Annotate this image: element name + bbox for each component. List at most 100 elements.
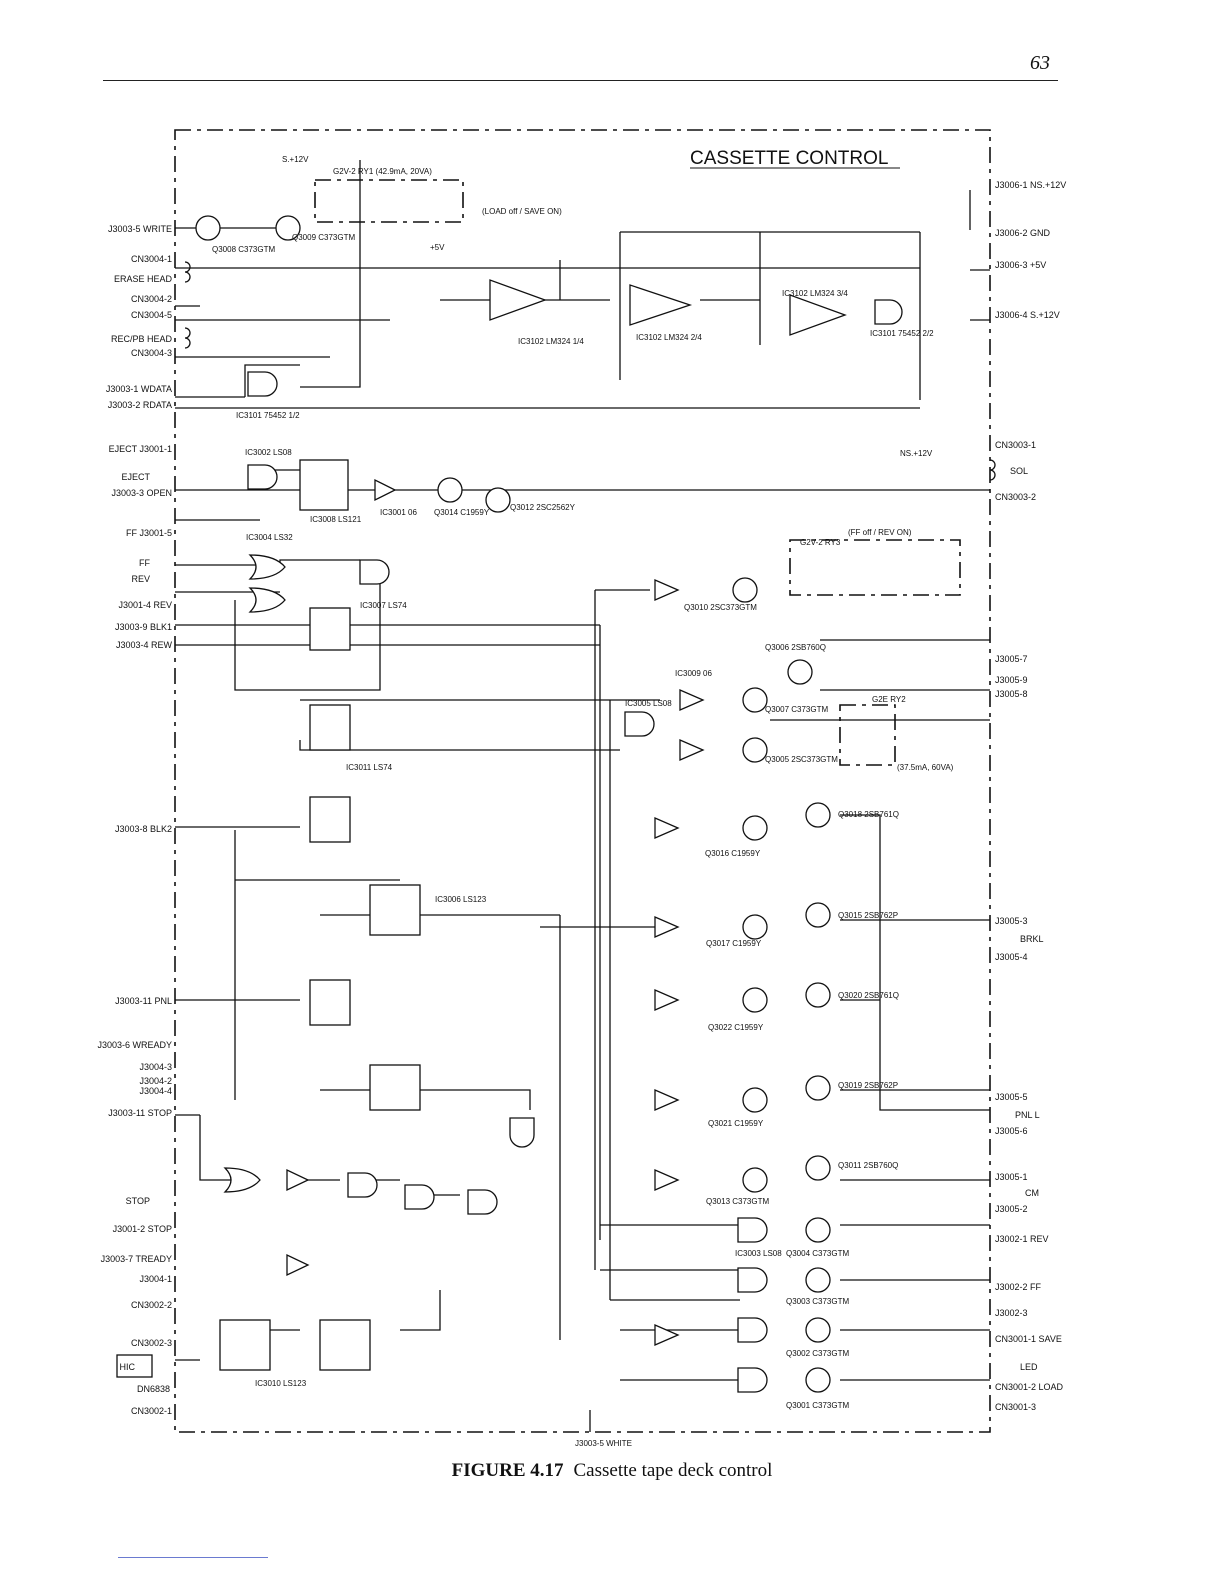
ic-label-15: IC3010 LS123: [255, 1379, 307, 1388]
left-connector-27: J3003-7 TREADY: [101, 1254, 172, 1264]
ic-label-1: IC3102 LM324 1/4: [518, 337, 584, 346]
right-connector-10: J3005-3: [995, 916, 1028, 926]
ic-label-3: IC3102 LM324 3/4: [782, 289, 848, 298]
ic-label-8: IC3004 LS32: [246, 533, 293, 542]
relay-label-5: (37.5mA, 60VA): [897, 763, 954, 772]
ic-label-5: IC3002 LS08: [245, 448, 292, 457]
left-connector-11: J3003-3 OPEN: [111, 488, 172, 498]
transistor-label-6: Q3007 C373GTM: [765, 705, 828, 714]
transistor-label-3: Q3012 2SC2562Y: [510, 503, 576, 512]
right-connector-21: J3002-3: [995, 1308, 1028, 1318]
ic-label-14: IC3003 LS08: [735, 1249, 782, 1258]
left-connector-17: J3003-4 REW: [116, 640, 173, 650]
left-connector-19: J3003-11 PNL: [115, 996, 172, 1006]
right-connector-9: J3005-8: [995, 689, 1028, 699]
left-connector-3: CN3004-2: [131, 294, 172, 304]
right-connector-19: J3002-1 REV: [995, 1234, 1049, 1244]
right-connector-17: CM: [1025, 1188, 1039, 1198]
transistor-label-7: Q3005 2SC373GTM: [765, 755, 838, 764]
left-connector-2: ERASE HEAD: [114, 274, 173, 284]
ic-label-9: IC3007 LS74: [360, 601, 407, 610]
right-connector-24: CN3001-2 LOAD: [995, 1382, 1064, 1392]
transistor-label-11: Q3017 C1959Y: [706, 939, 762, 948]
left-connector-1: CN3004-1: [131, 254, 172, 264]
left-connector-18: J3003-8 BLK2: [115, 824, 172, 834]
op-amps: [489, 279, 847, 336]
right-connector-5: SOL: [1010, 466, 1028, 476]
inverters: [286, 478, 705, 1346]
left-connector-21: J3004-3: [139, 1062, 172, 1072]
left-connector-14: REV: [131, 574, 150, 584]
transistor-label-9: Q3016 C1959Y: [705, 849, 761, 858]
left-connector-29: CN3002-2: [131, 1300, 172, 1310]
transistor-label-13: Q3022 C1959Y: [708, 1023, 764, 1032]
ic-blocks: [116, 179, 961, 1378]
coils: [184, 261, 996, 481]
relay-label-2: G2V-2 RY3: [800, 538, 841, 547]
right-connector-16: J3005-1: [995, 1172, 1028, 1182]
ic-label-11: IC3006 LS123: [435, 895, 487, 904]
transistor-label-15: Q3021 C1959Y: [708, 1119, 764, 1128]
left-connector-8: J3003-2 RDATA: [108, 400, 172, 410]
right-connector-25: CN3001-3: [995, 1402, 1036, 1412]
right-connector-3: J3006-4 S.+12V: [995, 310, 1060, 320]
right-connector-23: LED: [1020, 1362, 1038, 1372]
supply-label-2: NS.+12V: [900, 449, 933, 458]
left-connector-31: HIC: [120, 1362, 136, 1372]
logic-gates: [223, 299, 903, 1393]
ic-label-4: IC3101 75452 2/2: [870, 329, 934, 338]
transistor-label-19: Q3003 C373GTM: [786, 1297, 849, 1306]
left-connector-24: J3003-11 STOP: [108, 1108, 172, 1118]
bottom-connector-label: J3003-5 WHITE: [575, 1439, 632, 1448]
transistor-label-12: Q3020 2SB761Q: [838, 991, 899, 1000]
right-connector-7: J3005-7: [995, 654, 1028, 664]
right-connector-0: J3006-1 NS.+12V: [995, 180, 1066, 190]
right-connector-20: J3002-2 FF: [995, 1282, 1042, 1292]
transistor-label-8: Q3018 2SB761Q: [838, 810, 899, 819]
left-connector-28: J3004-1: [139, 1274, 172, 1284]
left-connector-0: J3003-5 WRITE: [108, 224, 172, 234]
relay-label-4: G2E RY2: [872, 695, 906, 704]
right-connector-12: J3005-4: [995, 952, 1028, 962]
transistor-label-4: Q3010 2SC373GTM: [684, 603, 757, 612]
right-connector-6: CN3003-2: [995, 492, 1036, 502]
ic-label-2: IC3102 LM324 2/4: [636, 333, 702, 342]
ic-labels: IC3101 75452 1/2 IC3102 LM324 1/4 IC3102 L…: [236, 289, 934, 1388]
relay-labels: G2V-2 RY1 (42.9mA, 20VA)(LOAD off / SAVE…: [333, 167, 954, 772]
transistors: [195, 215, 831, 1393]
ic-label-7: IC3001 06: [380, 508, 417, 517]
transistor-label-1: Q3009 C373GTM: [292, 233, 355, 242]
left-connector-15: J3001-4 REV: [118, 600, 172, 610]
relay-label-1: (LOAD off / SAVE ON): [482, 207, 562, 216]
ic-label-6: IC3008 LS121: [310, 515, 362, 524]
ic-label-12: IC3005 LS08: [625, 699, 672, 708]
ic-label-10: IC3011 LS74: [346, 763, 393, 772]
transistor-label-16: Q3011 2SB760Q: [838, 1161, 898, 1170]
header-rule: [103, 80, 1058, 81]
transistor-label-17: Q3013 C373GTM: [706, 1197, 769, 1206]
ic-label-0: IC3101 75452 1/2: [236, 411, 300, 420]
left-connector-6: CN3004-3: [131, 348, 172, 358]
ic-label-13: IC3009 06: [675, 669, 712, 678]
right-connector-13: J3005-5: [995, 1092, 1028, 1102]
page-number: 63: [1030, 52, 1050, 74]
left-connector-4: CN3004-5: [131, 310, 172, 320]
schematic-frame: [174, 129, 991, 1433]
supply-label-1: S.+12V: [282, 155, 309, 164]
transistor-label-5: Q3006 2SB760Q: [765, 643, 826, 652]
left-connector-32: DN6838: [137, 1384, 170, 1394]
left-connector-10: EJECT: [121, 472, 150, 482]
left-connector-7: J3003-1 WDATA: [106, 384, 172, 394]
left-connector-26: J3001-2 STOP: [113, 1224, 172, 1234]
diagram-title: CASSETTE CONTROL: [690, 148, 888, 169]
relay-label-3: (FF off / REV ON): [848, 528, 912, 537]
left-connector-9: EJECT J3001-1: [109, 444, 172, 454]
left-connector-12: FF J3001-5: [126, 528, 172, 538]
footnote-rule: [118, 1557, 268, 1558]
